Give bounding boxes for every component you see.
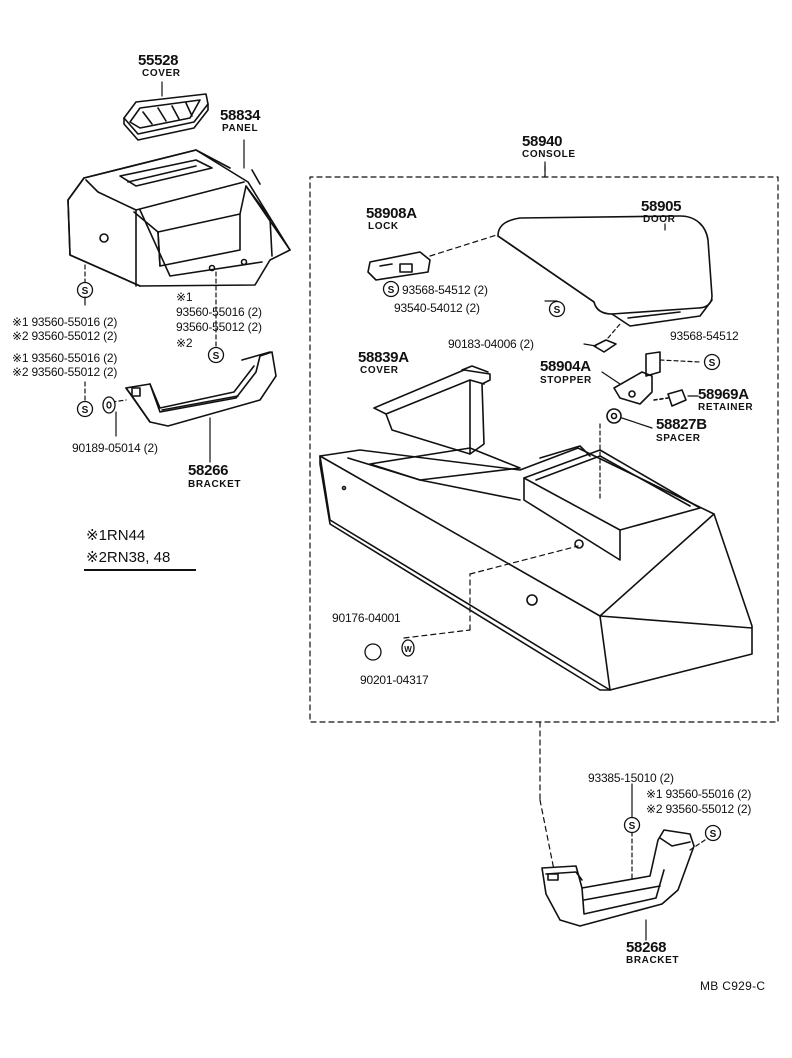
- part-number-55528: 55528: [138, 52, 179, 69]
- part-name-cover-58839a: COVER: [360, 365, 399, 376]
- door-58905-shape: [497, 215, 713, 327]
- nut-90176-symbol: [364, 643, 382, 661]
- screw-letter: S: [82, 286, 89, 297]
- part-number-58905: 58905: [641, 198, 682, 215]
- part-name-bracket-58266: BRACKET: [188, 479, 242, 490]
- mark-2-mid: ※2: [176, 336, 193, 350]
- screw-letter: S: [388, 285, 395, 296]
- part-number-58940: 58940: [522, 133, 563, 150]
- panel-58834-shape: [67, 149, 291, 287]
- dash-stopper: [659, 359, 701, 363]
- screw-symbol-bottom-right: [704, 824, 722, 842]
- legend-line-1: ※1RN44: [86, 527, 146, 544]
- part-number-58904a: 58904A: [540, 358, 591, 375]
- legend-line-2: ※2RN38, 48: [86, 549, 171, 566]
- spacer-58827b-shape: [606, 408, 622, 424]
- part-name-spacer: SPACER: [656, 433, 701, 444]
- part-name-door: DOOR: [643, 214, 676, 225]
- part-number-58969a: 58969A: [698, 386, 749, 403]
- screw-93568-stopper: 93568-54512: [670, 329, 739, 343]
- screw-letter: S: [710, 829, 717, 840]
- screw-93540: 93540-54012 (2): [394, 301, 480, 315]
- clip-90183-shape: [593, 339, 617, 353]
- screw-symbol-bottom-left: [623, 816, 641, 834]
- screw-letter: S: [629, 821, 636, 832]
- screw-93568-lock: 93568-54512 (2): [402, 283, 488, 297]
- screw-mid-1: 93560-55016 (2): [176, 305, 262, 319]
- bracket-58266-shape: [125, 351, 277, 427]
- dash-lock-door: [429, 233, 501, 257]
- cover-58839a-shape: [373, 365, 491, 455]
- part-name-cover-55528: COVER: [142, 68, 181, 79]
- screw-symbol-stopper: [703, 353, 721, 371]
- screw-symbol-mid: [207, 346, 225, 364]
- screw-letter: S: [709, 358, 716, 369]
- nut-90189-symbol: [102, 396, 116, 414]
- screw-93385: 93385-15010 (2): [588, 771, 674, 785]
- screw-letter: S: [82, 405, 89, 416]
- screw-left-b2: ※2 93560-55012 (2): [12, 365, 118, 379]
- bracket-58268-shape: [541, 829, 695, 927]
- screw-left-b1: ※1 93560-55016 (2): [12, 351, 118, 365]
- part-number-58839a: 58839A: [358, 349, 409, 366]
- screw-mid-2: 93560-55012 (2): [176, 320, 262, 334]
- part-name-stopper: STOPPER: [540, 375, 592, 386]
- legend-underline: [84, 569, 196, 571]
- washer-90201: 90201-04317: [360, 673, 429, 687]
- part-name-lock: LOCK: [368, 221, 399, 232]
- console-body-shape: [319, 445, 753, 691]
- part-number-58908a: 58908A: [366, 205, 417, 222]
- screw-symbols: [76, 280, 722, 842]
- dash-console-nut: [403, 629, 471, 639]
- part-name-bracket-58268: BRACKET: [626, 955, 680, 966]
- washer-90201-symbol: [401, 639, 415, 657]
- part-number-58827b: 58827B: [656, 416, 707, 433]
- screw-left-a1: ※1 93560-55016 (2): [12, 315, 118, 329]
- retainer-58969a-shape: [653, 389, 687, 407]
- dash-bottom-screw2: [689, 839, 706, 851]
- lock-58908a-shape: [367, 251, 431, 281]
- screw-symbol-left-bottom: [76, 400, 94, 418]
- mark-1-mid: ※1: [176, 290, 193, 304]
- part-number-58266: 58266: [188, 462, 229, 479]
- screw-bottom-1: ※1 93560-55016 (2): [646, 787, 752, 801]
- screw-letter: S: [213, 351, 220, 362]
- part-number-58268: 58268: [626, 939, 667, 956]
- part-name-retainer: RETAINER: [698, 402, 754, 413]
- nut-90176: 90176-04001: [332, 611, 401, 625]
- nut-90189: 90189-05014 (2): [72, 441, 158, 455]
- washer-letter: W: [404, 645, 412, 654]
- stopper-58904a-shape: [613, 351, 661, 405]
- part-name-panel: PANEL: [222, 123, 259, 134]
- screw-symbol-lock: [382, 280, 400, 298]
- dash-clip: [607, 323, 621, 339]
- part-name-console: CONSOLE: [522, 149, 576, 160]
- screw-bottom-2: ※2 93560-55012 (2): [646, 802, 752, 816]
- part-number-58834: 58834: [220, 107, 261, 124]
- clip-90183: 90183-04006 (2): [448, 337, 534, 351]
- cover-55528-shape: [123, 93, 209, 141]
- footer-code: MB C929-C: [700, 979, 766, 993]
- screw-letter: S: [554, 305, 561, 316]
- dash-console-nut3: [469, 545, 579, 575]
- screw-left-a2: ※2 93560-55012 (2): [12, 329, 118, 343]
